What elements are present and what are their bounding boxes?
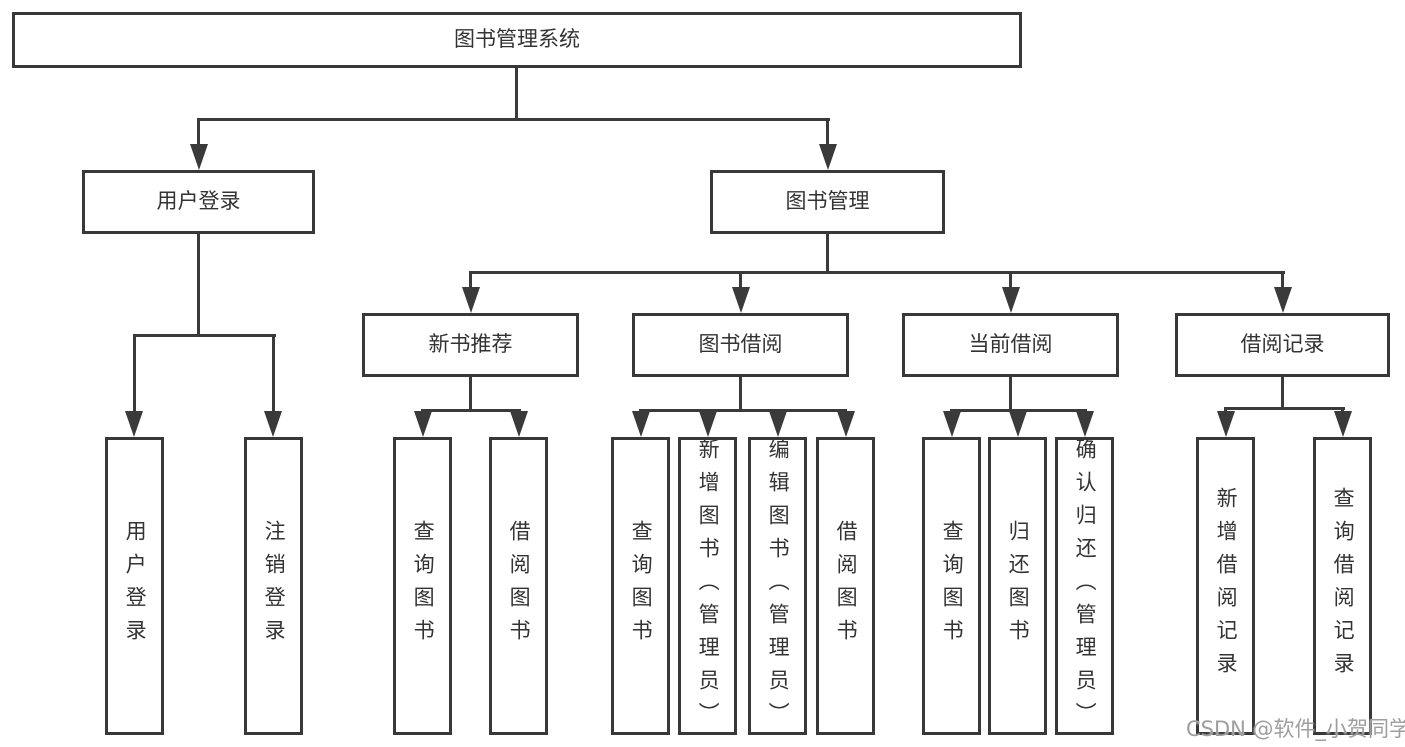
leaf-user-login-label: 用户登录	[123, 520, 148, 652]
connector-borrowing-stem	[739, 377, 742, 412]
arrowhead-icon	[837, 411, 855, 437]
arrowhead-icon	[1334, 411, 1352, 437]
arrowhead-icon	[264, 411, 282, 437]
leaf-logout-label: 注销登录	[262, 520, 287, 652]
leaf-add-books-admin: 新增图书（管理员）	[678, 437, 737, 735]
connector-recommend-rail	[421, 409, 521, 412]
arrowhead-icon	[1217, 411, 1235, 437]
leaf-return-books: 归还图书	[988, 437, 1047, 735]
connector-drop	[197, 118, 200, 148]
leaf-return-books-label: 归还图书	[1006, 520, 1031, 652]
leaf-borrowing-borrow-books-label: 借阅图书	[834, 520, 859, 652]
arrowhead-icon	[510, 411, 528, 437]
connector-drop	[133, 334, 136, 413]
connector-drop	[1009, 271, 1012, 291]
connector-drop	[469, 271, 472, 291]
node-user-login-label: 用户登录	[156, 189, 241, 214]
leaf-recommend-borrow-books-label: 借阅图书	[507, 520, 532, 652]
node-book-borrowing-label: 图书借阅	[698, 332, 783, 357]
node-library-system-label: 图书管理系统	[454, 27, 580, 52]
node-new-book-recommend-label: 新书推荐	[428, 332, 513, 357]
connector-records-rail	[1224, 407, 1345, 410]
arrowhead-icon	[819, 144, 837, 170]
leaf-recommend-borrow-books: 借阅图书	[489, 437, 548, 735]
connector-drop	[826, 118, 829, 148]
connector-recommend-stem	[469, 377, 472, 412]
node-book-management-label: 图书管理	[785, 189, 870, 214]
node-borrowing-records: 借阅记录	[1175, 313, 1390, 377]
leaf-recommend-query-books-label: 查询图书	[411, 520, 436, 652]
leaf-query-borrow-record-label: 查询借阅记录	[1331, 487, 1356, 685]
arrowhead-icon	[943, 411, 961, 437]
connector-book-mgmt-stem	[826, 234, 829, 274]
node-borrowing-records-label: 借阅记录	[1240, 332, 1325, 357]
connector-root-rail	[197, 118, 830, 121]
leaf-edit-books-admin-label: 编辑图书（管理员）	[766, 437, 791, 735]
csdn-watermark: CSDN @软件_小贺同学	[1186, 717, 1405, 741]
leaf-user-login: 用户登录	[105, 437, 164, 735]
arrowhead-icon	[125, 411, 143, 437]
arrowhead-icon	[190, 144, 208, 170]
leaf-query-borrow-record: 查询借阅记录	[1313, 437, 1372, 735]
connector-drop	[1281, 271, 1284, 291]
leaf-borrowing-borrow-books: 借阅图书	[816, 437, 875, 735]
leaf-add-books-admin-label: 新增图书（管理员）	[696, 437, 721, 735]
node-library-system: 图书管理系统	[12, 12, 1022, 68]
arrowhead-icon	[1076, 411, 1094, 437]
leaf-confirm-return-admin-label: 确认归还（管理员）	[1073, 437, 1098, 735]
arrowhead-icon	[1274, 287, 1292, 313]
leaf-add-borrow-record-label: 新增借阅记录	[1214, 487, 1239, 685]
node-current-borrowing-label: 当前借阅	[968, 332, 1053, 357]
leaf-current-query-books-label: 查询图书	[940, 520, 965, 652]
leaf-borrowing-query-books: 查询图书	[611, 437, 670, 735]
arrowhead-icon	[699, 411, 717, 437]
connector-records-stem	[1281, 377, 1284, 410]
node-current-borrowing: 当前借阅	[902, 313, 1119, 377]
connector-user-login-rail	[133, 334, 276, 337]
leaf-confirm-return-admin: 确认归还（管理员）	[1055, 437, 1114, 735]
connector-root-stem	[515, 68, 518, 120]
leaf-recommend-query-books: 查询图书	[393, 437, 452, 735]
arrowhead-icon	[732, 287, 750, 313]
node-user-login: 用户登录	[82, 170, 315, 234]
node-new-book-recommend: 新书推荐	[362, 313, 579, 377]
connector-drop	[272, 334, 275, 413]
node-book-borrowing: 图书借阅	[632, 313, 849, 377]
connector-borrowing-rail	[639, 409, 847, 412]
leaf-add-borrow-record: 新增借阅记录	[1196, 437, 1255, 735]
arrowhead-icon	[462, 287, 480, 313]
node-book-management: 图书管理	[710, 170, 945, 234]
arrowhead-icon	[632, 411, 650, 437]
leaf-logout: 注销登录	[244, 437, 303, 735]
leaf-borrowing-query-books-label: 查询图书	[629, 520, 654, 652]
connector-user-login-stem	[197, 234, 200, 337]
arrowhead-icon	[1009, 411, 1027, 437]
arrowhead-icon	[769, 411, 787, 437]
leaf-current-query-books: 查询图书	[922, 437, 981, 735]
connector-book-mgmt-rail	[469, 271, 1285, 274]
connector-drop	[739, 271, 742, 291]
arrowhead-icon	[1002, 287, 1020, 313]
connector-current-stem	[1009, 377, 1012, 412]
leaf-edit-books-admin: 编辑图书（管理员）	[748, 437, 807, 735]
arrowhead-icon	[414, 411, 432, 437]
